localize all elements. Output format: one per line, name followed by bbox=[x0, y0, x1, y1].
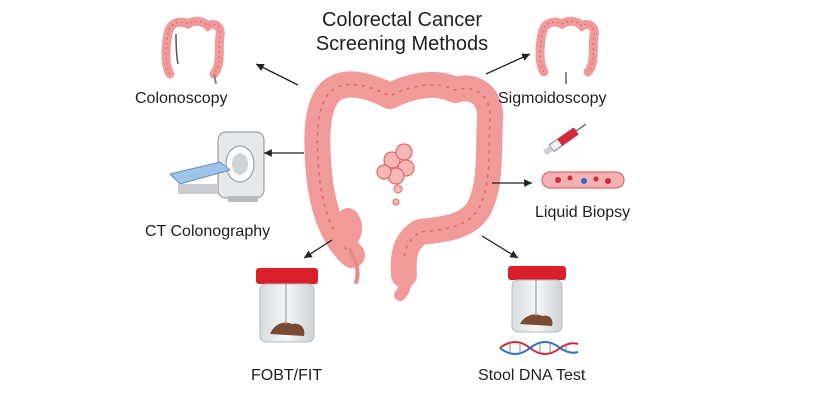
diagram-title: Colorectal Cancer Screening Methods bbox=[272, 8, 532, 56]
ct-scanner-icon bbox=[169, 131, 265, 202]
title-line-2: Screening Methods bbox=[315, 33, 489, 55]
tumor-cluster-icon bbox=[376, 143, 415, 206]
blood-vessel-syringe-icon bbox=[541, 123, 625, 189]
colon-icon bbox=[535, 16, 599, 84]
arrows bbox=[255, 53, 532, 259]
arrow-to-colonoscopy bbox=[255, 63, 299, 86]
stool-sample-jar-dna-icon bbox=[508, 266, 566, 333]
colon-icon bbox=[161, 16, 225, 85]
label-liquid-biopsy: Liquid Biopsy bbox=[535, 204, 631, 221]
large-intestine-with-tumor-icon bbox=[304, 71, 504, 301]
arrow-to-sigmoidoscopy bbox=[485, 53, 531, 75]
arrow-to-fobt-fit bbox=[303, 239, 333, 259]
label-colonoscopy: Colonoscopy bbox=[135, 90, 228, 107]
label-fobt-fit: FOBT/FIT bbox=[251, 367, 323, 384]
label-sigmoidoscopy: Sigmoidoscopy bbox=[498, 90, 607, 107]
dna-helix-icon bbox=[499, 341, 579, 355]
label-stool-dna-test: Stool DNA Test bbox=[478, 367, 586, 384]
title-line-1: Colorectal Cancer bbox=[321, 9, 483, 31]
label-ct-colonography: CT Colonography bbox=[145, 223, 271, 240]
stool-sample-jar-icon bbox=[256, 268, 318, 343]
arrow-to-stool-dna bbox=[481, 235, 519, 259]
